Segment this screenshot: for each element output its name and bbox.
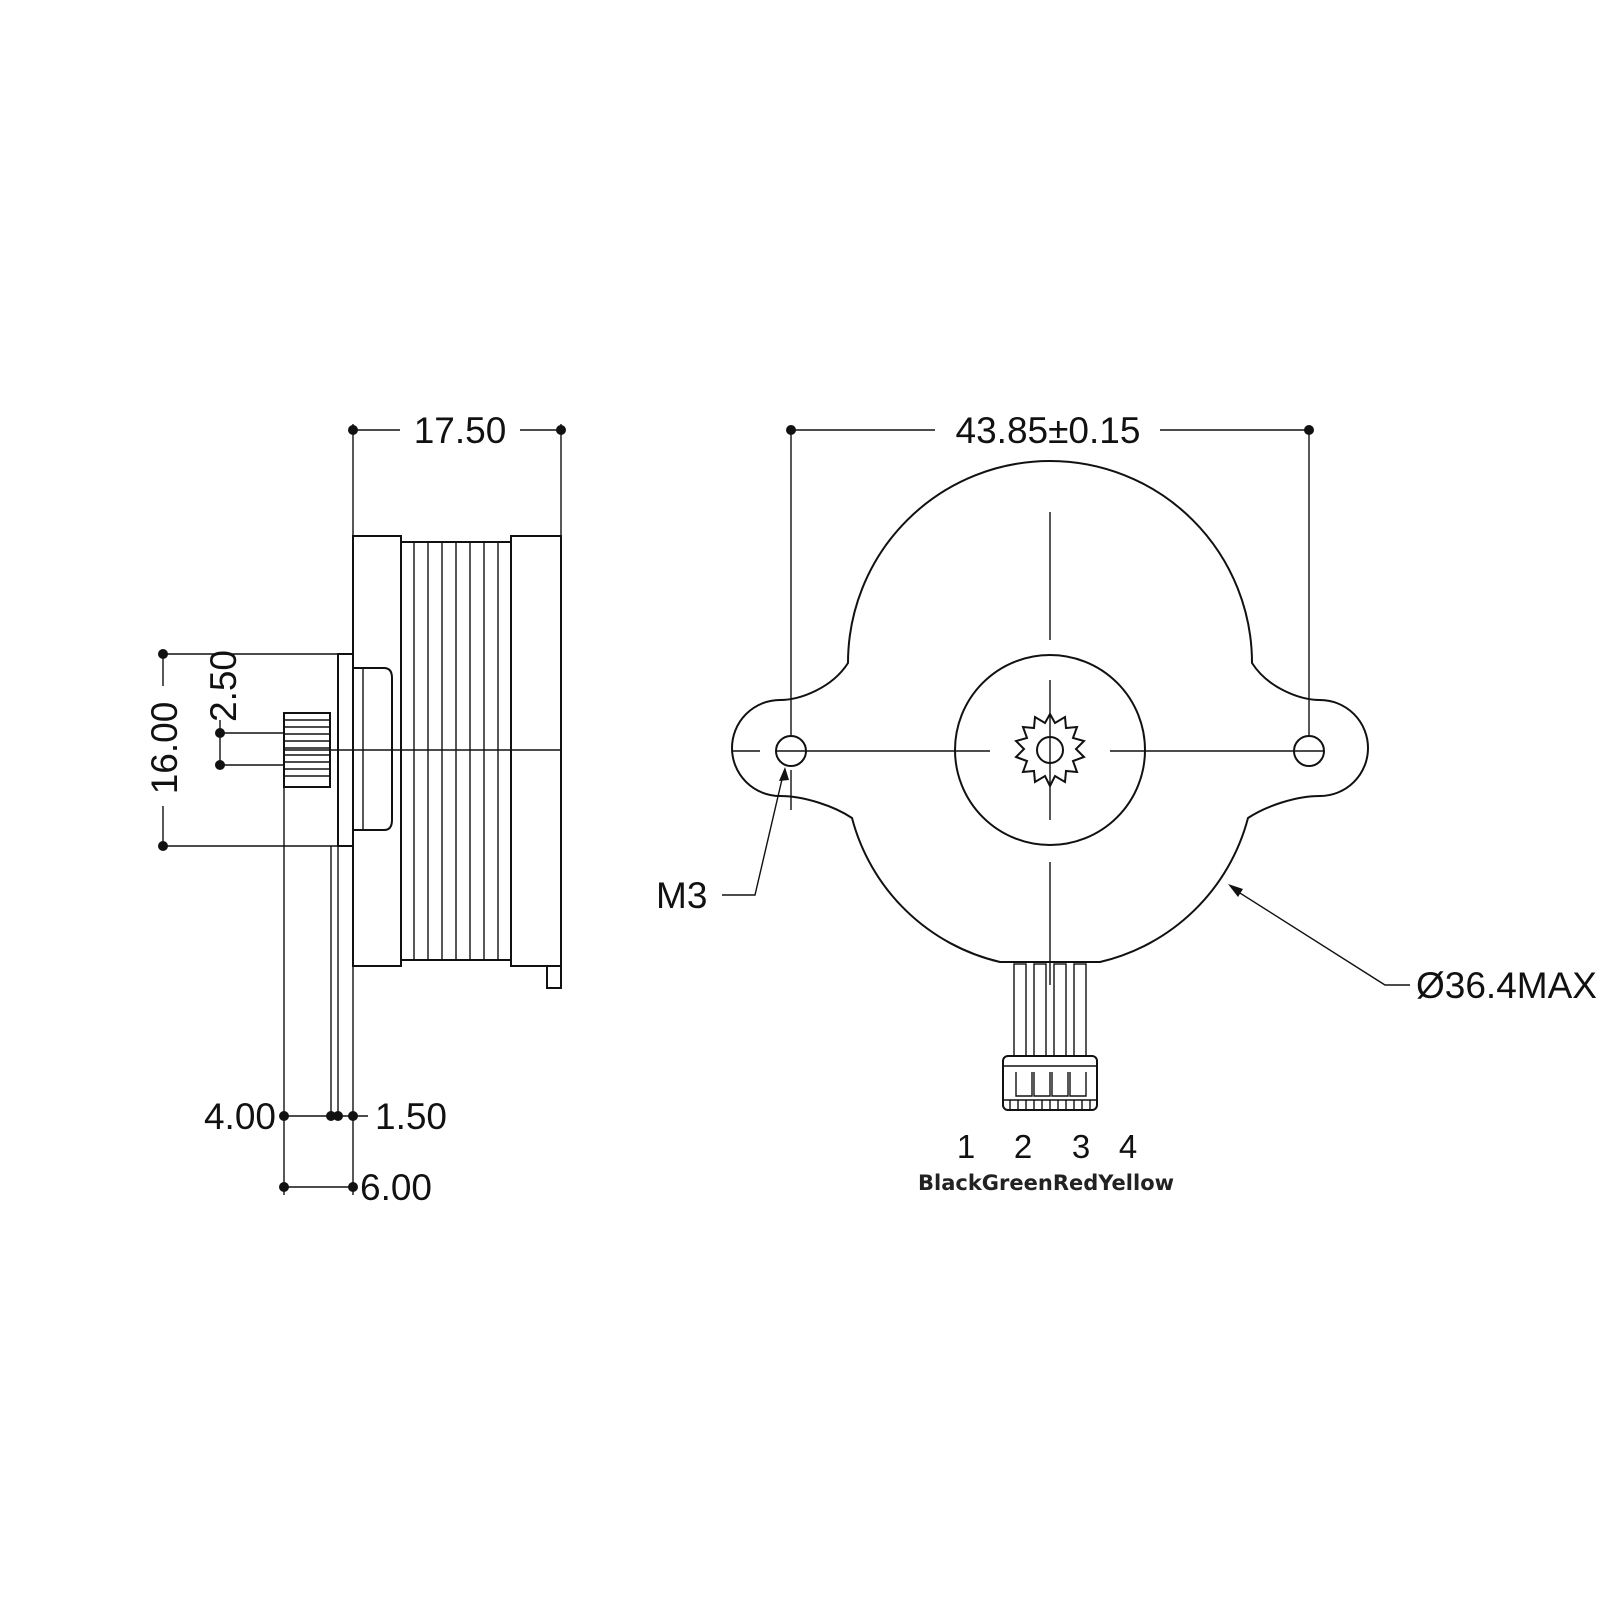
pin-color-red: Red	[1053, 1171, 1098, 1195]
front-view: 43.85±0.15 M3 Ø36.4MAX	[656, 410, 1597, 1195]
dim-shaft-length: 4.00 1.50	[204, 1096, 447, 1137]
side-boss	[353, 667, 393, 831]
pin-color-green: Green	[982, 1171, 1053, 1195]
pin-color-names: BlackGreenRedYellow	[918, 1171, 1174, 1195]
thread-callout-label: M3	[656, 875, 707, 916]
dim-flange-diameter-label: 16.00	[144, 702, 185, 795]
pin-number: 1	[957, 1128, 975, 1165]
side-view: 17.50 16.00 2.50	[144, 410, 566, 1208]
thread-callout: M3	[656, 767, 789, 916]
side-gear-teeth	[284, 719, 330, 777]
pin-number: 3	[1072, 1128, 1090, 1165]
dim-flange-thickness-label: 1.50	[375, 1096, 447, 1137]
pinout-labels: 1 2 3 4 BlackGreenRedYellow	[918, 1128, 1174, 1195]
pin-number: 4	[1119, 1128, 1137, 1165]
side-body-front-section	[352, 535, 402, 967]
dim-gear-diameter-label: 2.50	[203, 650, 244, 722]
dim-total-protrusion-label: 6.00	[360, 1167, 432, 1208]
side-body-rear-section	[510, 535, 562, 967]
dim-flange-diameter: 16.00	[144, 649, 338, 851]
body-diameter-callout: Ø36.4MAX	[1228, 884, 1597, 1006]
dim-hole-spacing-label: 43.85±0.15	[956, 410, 1141, 451]
front-centerlines	[733, 512, 1324, 985]
dim-gear-diameter: 2.50	[203, 650, 284, 770]
dim-total-protrusion: 6.00	[279, 1167, 432, 1208]
pin-color-black: Black	[918, 1171, 983, 1195]
front-body-outline	[731, 460, 1369, 963]
dim-length-label: 17.50	[414, 410, 507, 451]
body-diameter-callout-label: Ø36.4MAX	[1416, 965, 1597, 1006]
dim-length: 17.50	[348, 410, 566, 536]
pin-number: 2	[1014, 1128, 1032, 1165]
dim-hole-spacing: 43.85±0.15	[786, 410, 1314, 736]
side-body-ribs	[413, 542, 499, 960]
wire-connector	[1002, 1055, 1098, 1111]
dim-shaft-length-label: 4.00	[204, 1096, 276, 1137]
front-boss	[954, 654, 1146, 846]
side-rear-tab	[546, 965, 562, 989]
pin-color-yellow: Yellow	[1097, 1171, 1174, 1195]
